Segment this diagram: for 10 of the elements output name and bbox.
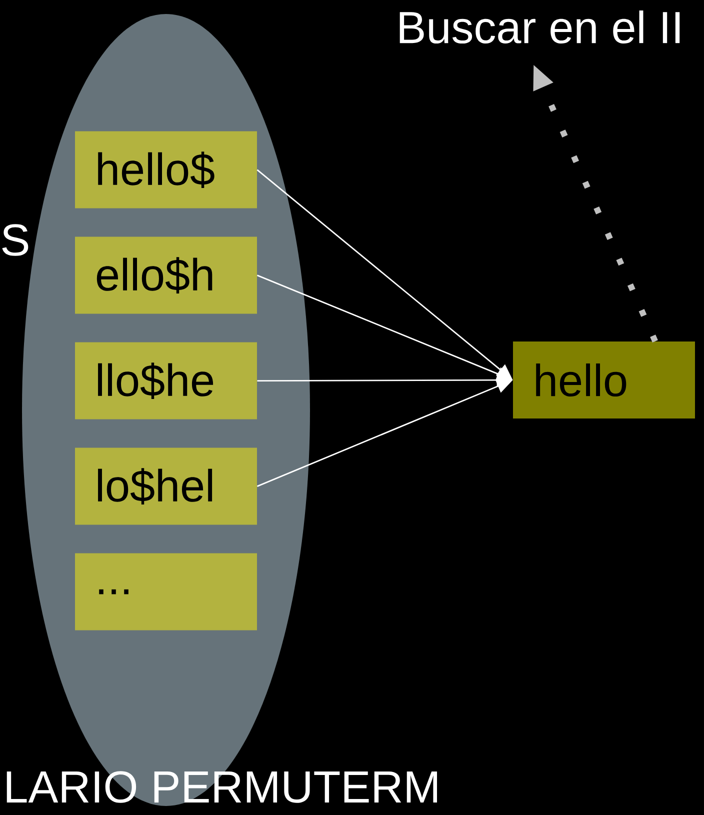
term-box: lo$hel [75, 448, 257, 525]
term-box: ello$h [75, 236, 257, 314]
label-text: LARIO PERMUTERM [6, 771, 437, 803]
term-box: hello$ [75, 131, 257, 208]
arrow [533, 65, 658, 342]
target-text: Buscar en el II [400, 10, 680, 44]
term-box: hello [513, 342, 695, 418]
term-box: ... [75, 553, 257, 630]
term-box: llo$he [75, 342, 257, 420]
label-text: S [2, 224, 28, 256]
